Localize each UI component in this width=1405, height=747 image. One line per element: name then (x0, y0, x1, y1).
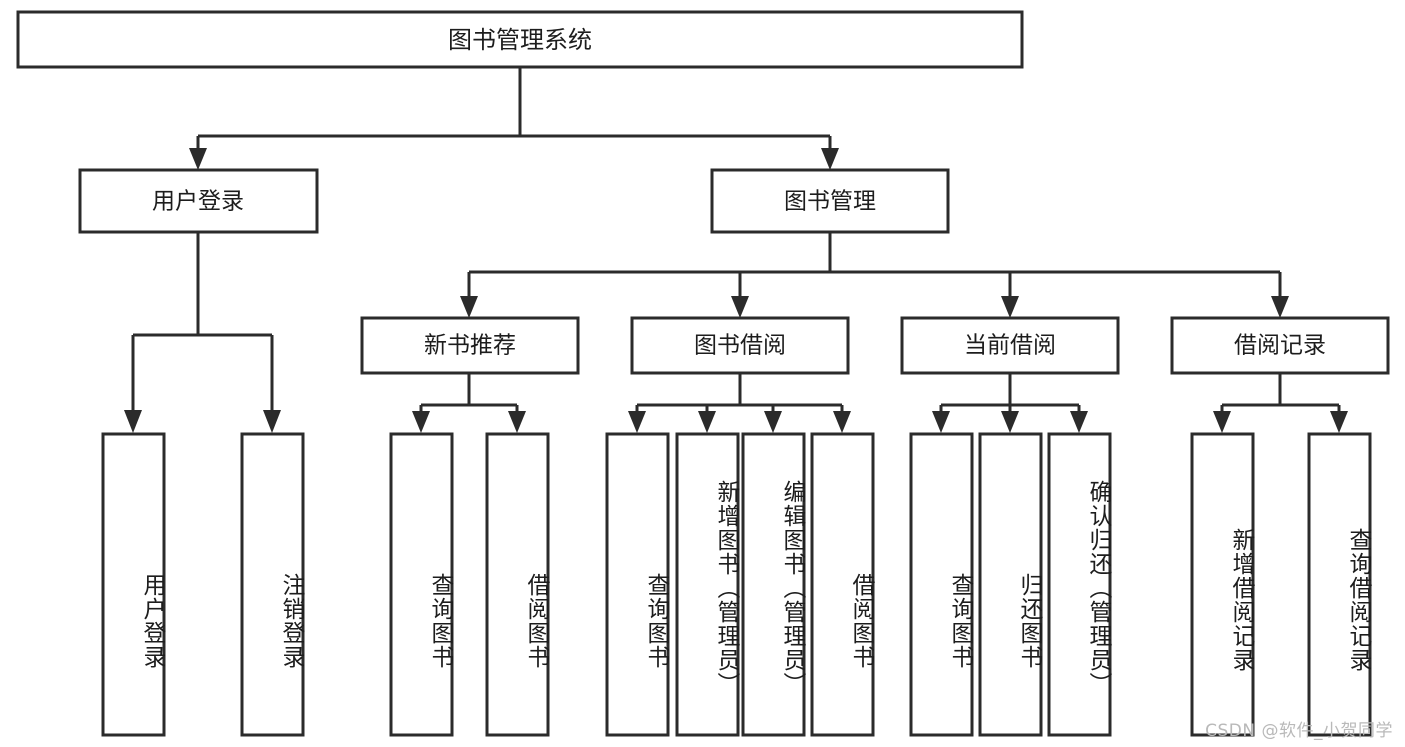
arrow-current-leaf-3 (1070, 411, 1088, 433)
arrow-bookmgmt-to-current (1001, 296, 1019, 318)
leaf-box-new-book-2[interactable] (485, 432, 550, 737)
arrow-borrow-leaf-4 (833, 411, 851, 433)
node-root-label: 图书管理系统 (448, 26, 592, 54)
leaf-box-user-login-2[interactable] (240, 432, 305, 737)
arrow-borrow-leaf-2 (698, 411, 716, 433)
arrow-root-to-userlogin (189, 148, 207, 170)
arrow-root-to-bookmgmt (821, 148, 839, 170)
leaf-box-record-1[interactable] (1190, 432, 1255, 737)
arrow-bookmgmt-to-borrow (731, 296, 749, 318)
arrow-bookmgmt-to-new-book (460, 296, 478, 318)
leaf-box-user-login-1[interactable] (101, 432, 166, 737)
arrow-record-leaf-2 (1330, 411, 1348, 433)
leaf-box-borrow-3[interactable] (741, 432, 806, 737)
leaf-box-borrow-2[interactable] (675, 432, 740, 737)
leaf-box-record-2[interactable] (1307, 432, 1372, 737)
connector-group-current (932, 373, 1088, 433)
arrow-userlogin-leaf-1 (124, 410, 142, 433)
connector-group-bookmgmt (460, 232, 1289, 318)
arrow-bookmgmt-to-record (1271, 296, 1289, 318)
node-new-book-recommend-label: 新书推荐 (424, 333, 516, 359)
node-current-borrow-label: 当前借阅 (964, 333, 1056, 359)
node-book-management-label: 图书管理 (784, 189, 876, 215)
arrow-borrow-leaf-3 (764, 411, 782, 433)
node-current-borrow-box[interactable] (900, 316, 1120, 375)
leaf-box-borrow-1[interactable] (605, 432, 670, 737)
connector-group-record (1213, 373, 1348, 433)
arrow-borrow-leaf-1 (628, 411, 646, 433)
node-new-book-recommend-box[interactable] (360, 316, 580, 375)
connector-group-userlogin (124, 232, 281, 433)
node-root-box[interactable] (16, 10, 1024, 69)
node-book-borrow-box[interactable] (630, 316, 850, 375)
node-book-borrow-label: 图书借阅 (694, 333, 786, 359)
node-user-login-box[interactable] (78, 168, 319, 234)
arrow-record-leaf-1 (1213, 411, 1231, 433)
connector-group-root (189, 67, 839, 170)
arrow-userlogin-leaf-2 (263, 410, 281, 433)
arrow-current-leaf-2 (1001, 411, 1019, 433)
connector-group-borrow (628, 373, 851, 433)
csdn-watermark: CSDN @软件_小贺同学 (1205, 721, 1393, 741)
node-borrow-record-box[interactable] (1170, 316, 1390, 375)
connector-group-new-book (412, 373, 526, 433)
leaf-box-borrow-4[interactable] (810, 432, 875, 737)
leaf-box-current-2[interactable] (978, 432, 1043, 737)
node-borrow-record-label: 借阅记录 (1234, 333, 1326, 359)
leaf-box-new-book-1[interactable] (389, 432, 454, 737)
arrow-newbook-leaf-2 (508, 411, 526, 433)
arrow-current-leaf-1 (932, 411, 950, 433)
leaf-box-current-1[interactable] (909, 432, 974, 737)
node-user-login-label: 用户登录 (152, 189, 244, 215)
arrow-newbook-leaf-1 (412, 411, 430, 433)
node-book-management-box[interactable] (710, 168, 950, 234)
leaf-box-current-3[interactable] (1047, 432, 1112, 737)
